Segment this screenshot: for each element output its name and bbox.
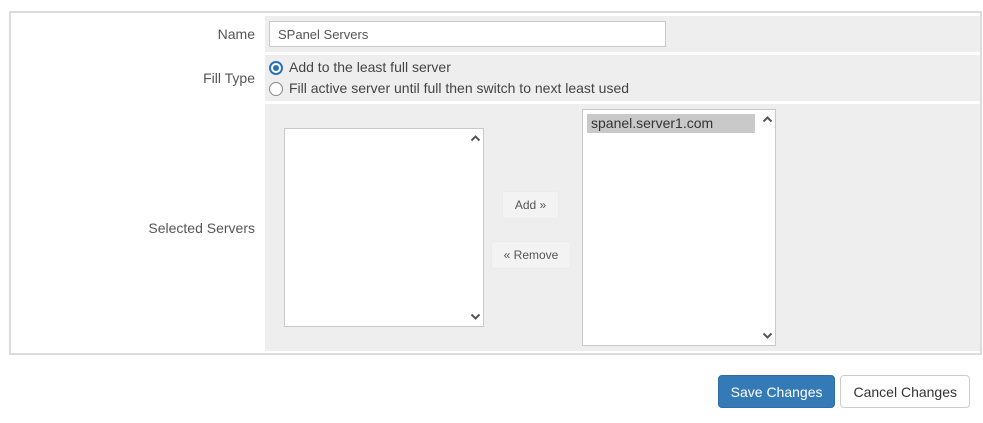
chosen-listbox-scrollbar[interactable] [759,110,775,345]
radio-option-fill-active[interactable]: Fill active server until full then switc… [269,78,980,99]
selected-servers-label: Selected Servers [11,104,265,351]
name-row: Name [11,16,980,52]
add-button[interactable]: Add » [502,191,559,219]
radio-option-label: Add to the least full server [289,59,451,75]
selected-servers-content: Add » « Remove spanel.server1.com [265,104,980,351]
scroll-up-icon[interactable] [470,135,481,142]
name-row-content [265,16,980,52]
radio-option-label: Fill active server until full then switc… [289,80,630,96]
available-listbox-scrollbar[interactable] [467,129,483,326]
list-item-server[interactable]: spanel.server1.com [587,114,755,133]
save-button[interactable]: Save Changes [717,375,836,408]
fill-type-label: Fill Type [11,55,265,101]
server-pool-form: Name Fill Type Add to the least full ser… [9,11,982,355]
available-servers-listbox[interactable] [284,128,484,327]
scroll-up-icon[interactable] [762,116,773,123]
chosen-servers-listbox[interactable]: spanel.server1.com [582,109,776,346]
scroll-down-icon[interactable] [470,313,481,320]
fill-type-options: Add to the least full server Fill active… [265,55,980,101]
radio-selected-icon[interactable] [269,60,283,75]
cancel-button[interactable]: Cancel Changes [840,375,970,408]
selected-servers-row: Selected Servers Add » « Remove s [11,104,980,351]
fill-type-row: Fill Type Add to the least full server F… [11,55,980,101]
radio-unselected-icon[interactable] [269,81,283,96]
name-label: Name [11,16,265,52]
name-input[interactable] [269,21,666,47]
radio-option-least-full[interactable]: Add to the least full server [269,57,980,78]
remove-button[interactable]: « Remove [491,241,571,269]
scroll-down-icon[interactable] [762,332,773,339]
form-action-bar: Save Changes Cancel Changes [717,375,970,408]
